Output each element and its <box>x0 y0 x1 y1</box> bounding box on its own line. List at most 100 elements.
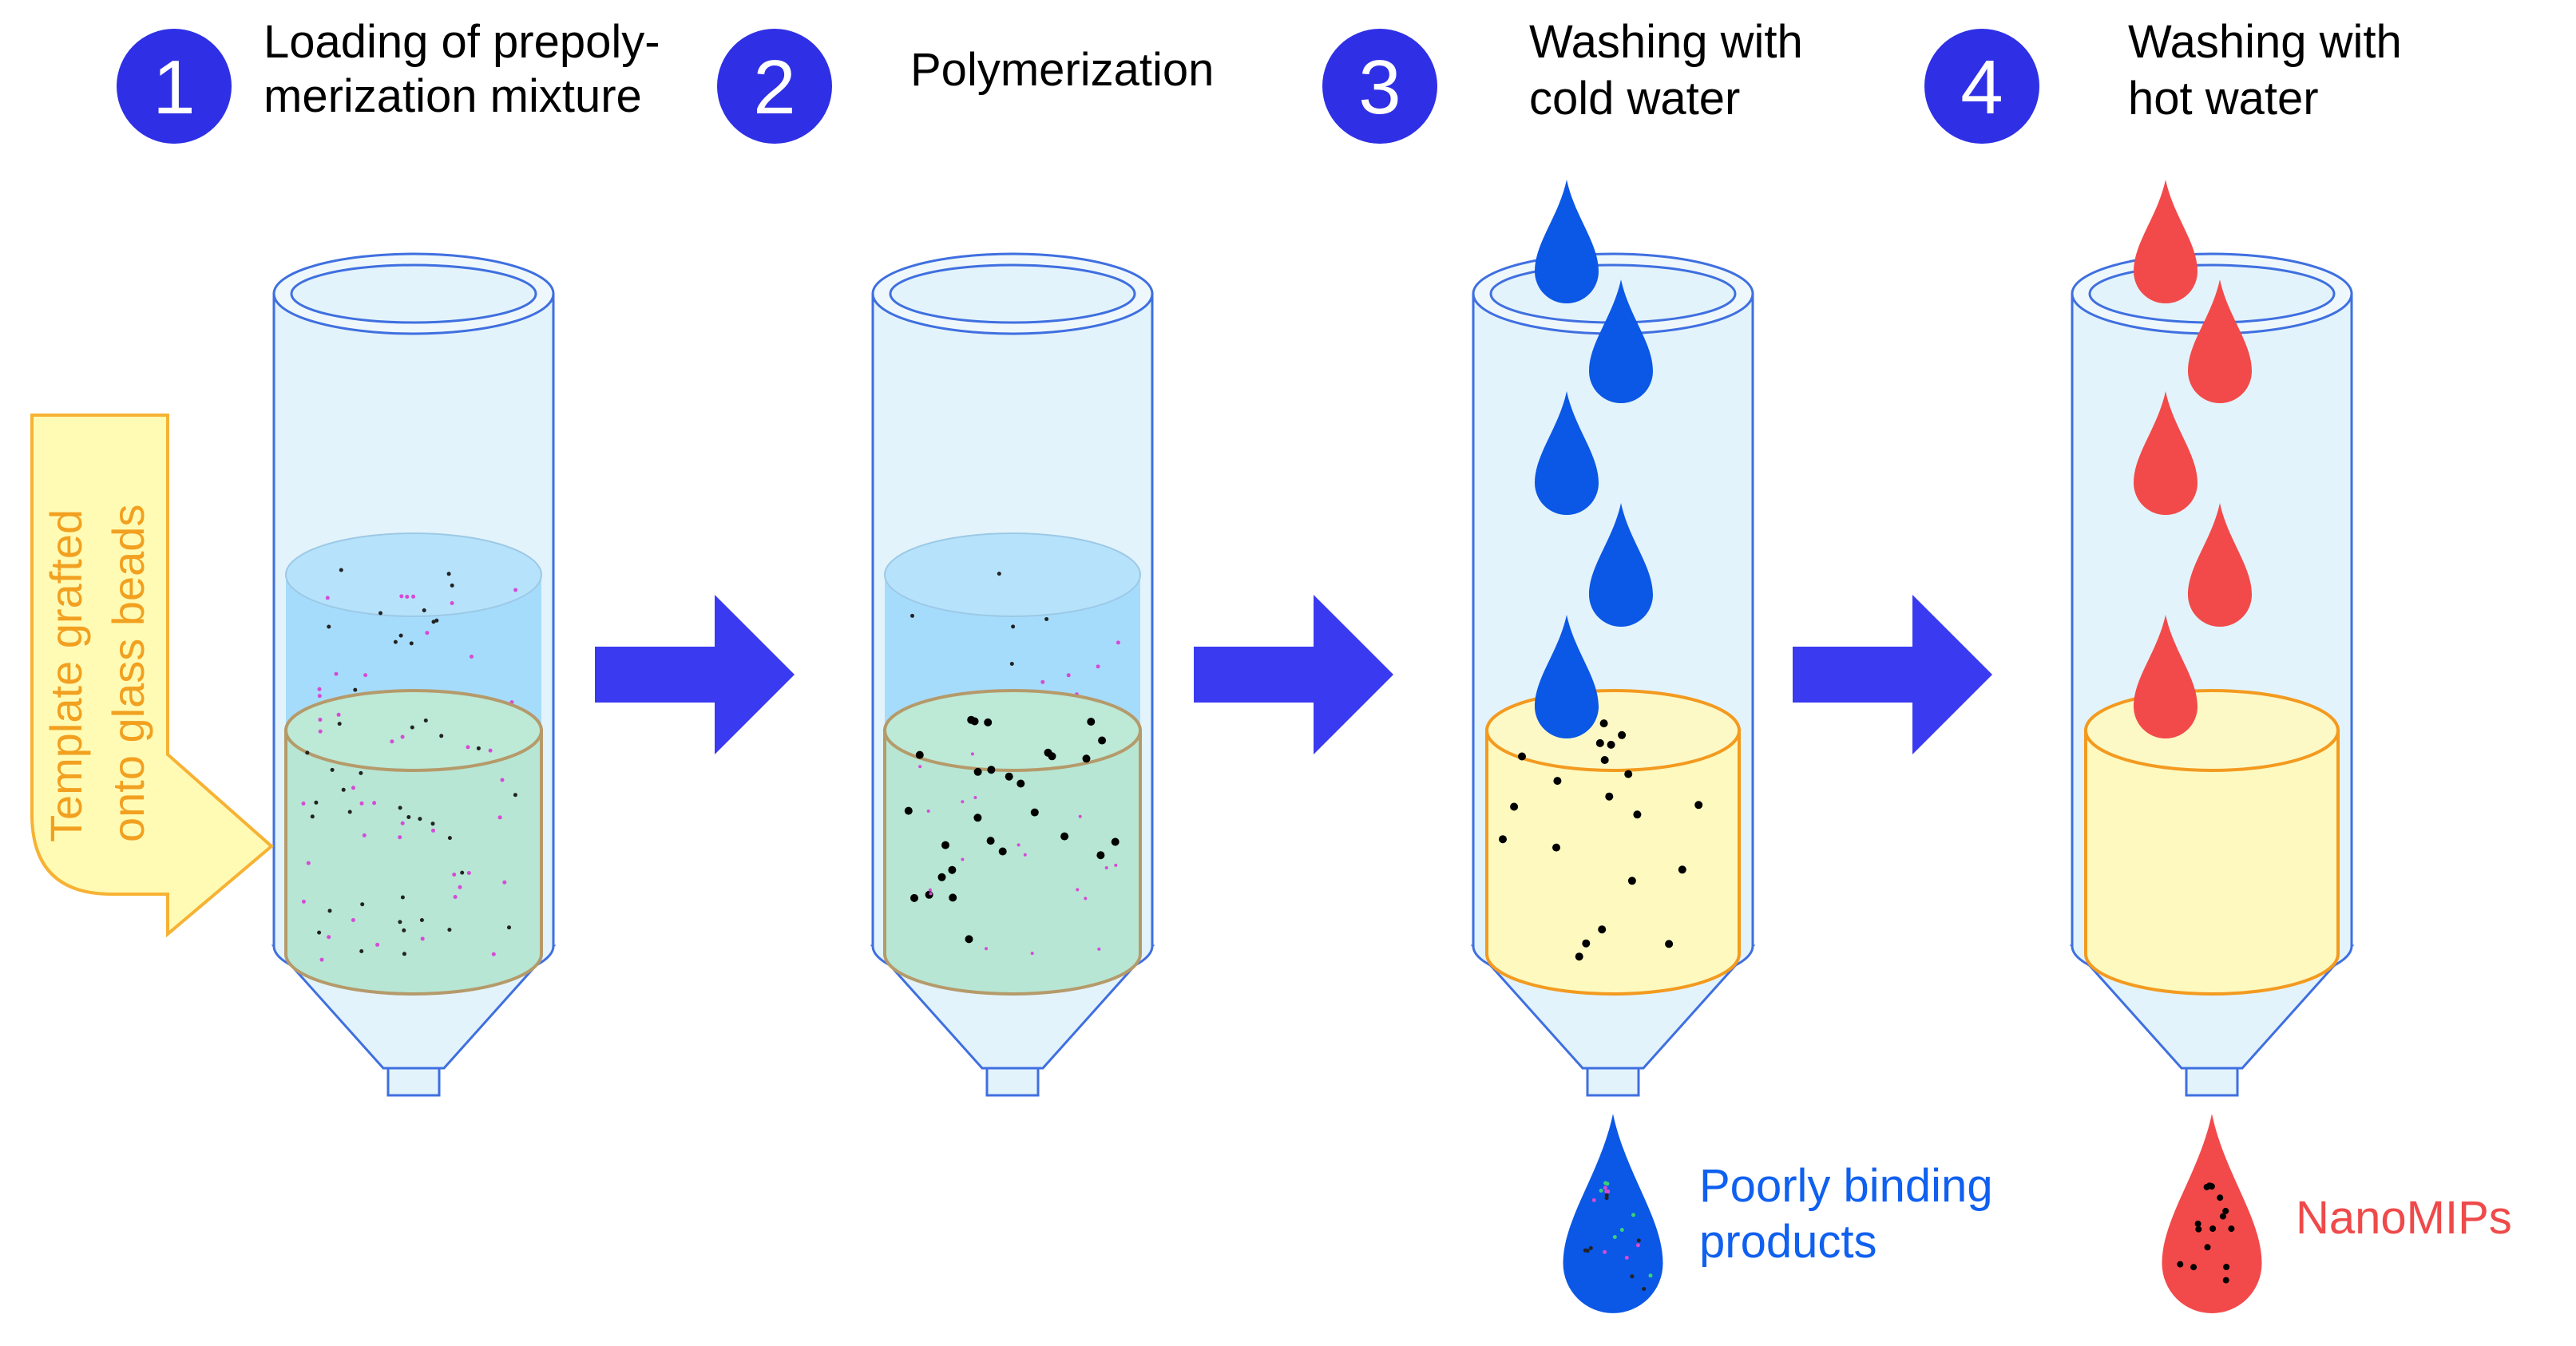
monomer-particle <box>1116 640 1120 645</box>
nanoparticle-dot <box>1627 877 1636 885</box>
monomer-particle <box>400 821 405 825</box>
nanoparticle-dot <box>1552 843 1560 852</box>
output-drop-icon <box>1563 1114 1663 1313</box>
water-drop-icon <box>2188 503 2252 627</box>
monomer-particle <box>336 712 341 717</box>
nanoparticle-dot <box>1510 802 1519 811</box>
nanomip-particle <box>2222 1207 2229 1214</box>
monomer-particle <box>347 810 352 814</box>
nanoparticle-dot <box>1518 752 1526 761</box>
monomer-particle <box>1104 866 1108 869</box>
nanoparticle-dot <box>970 717 979 726</box>
nanomip-particle <box>2204 1244 2211 1251</box>
monomer-particle <box>339 568 343 572</box>
outlet-nozzle <box>2185 1067 2239 1097</box>
nanoparticle-dot <box>948 865 957 874</box>
nanoparticle-dot <box>1499 835 1507 844</box>
monomer-particle <box>447 928 452 932</box>
monomer-particle <box>450 583 454 588</box>
nanoparticle-dot <box>987 766 996 774</box>
monomer-particle <box>502 880 507 885</box>
nanoparticle-dot <box>1598 925 1607 934</box>
product-particle <box>1604 1196 1609 1201</box>
product-particle <box>1630 1274 1635 1279</box>
nanoparticle-dot <box>1060 832 1069 841</box>
nanomip-particle <box>2177 1261 2184 1268</box>
monomer-particle <box>399 594 404 599</box>
product-particle <box>1648 1273 1653 1278</box>
product-particle <box>1636 1238 1641 1243</box>
monomer-particle <box>970 752 974 756</box>
monomer-particle <box>359 770 363 775</box>
nanomip-particle <box>2195 1225 2202 1233</box>
side-arrow-icon <box>30 414 275 938</box>
product-particle <box>1612 1235 1617 1239</box>
nanoparticle-dot <box>941 841 949 849</box>
monomer-particle <box>431 828 435 833</box>
monomer-particle <box>422 608 426 612</box>
monomer-particle <box>1044 617 1049 621</box>
nanoparticle-dot <box>1005 772 1013 781</box>
monomer-particle <box>470 655 474 659</box>
monomer-particle <box>1011 624 1016 629</box>
product-particle <box>1591 1198 1596 1202</box>
monomer-particle <box>488 748 493 753</box>
nanoparticle-dot <box>1618 730 1627 739</box>
monomer-particle <box>319 957 324 962</box>
water-drop-icon <box>1535 180 1599 303</box>
monomer-particle <box>351 786 355 790</box>
nanoparticle-dot <box>973 767 982 776</box>
monomer-particle <box>362 833 367 837</box>
step-number: 4 <box>1960 45 2003 130</box>
product-particle <box>1606 1190 1611 1194</box>
monomer-particle <box>372 801 377 806</box>
step-number-badge <box>1322 29 1437 144</box>
nanomips-label: NanoMIPs <box>2296 1192 2512 1244</box>
product-particle <box>1624 1255 1629 1260</box>
monomer-particle <box>378 611 382 616</box>
column-tube-1 <box>271 252 557 1097</box>
nanoparticle-dot <box>1017 779 1025 788</box>
nanoparticle-dot <box>1600 756 1609 764</box>
monomer-particle <box>306 861 311 865</box>
water-drop-icon <box>2134 180 2198 303</box>
product-particle <box>1603 1249 1607 1254</box>
poorly-binding-label: Poorly binding <box>1699 1160 1993 1212</box>
monomer-particle <box>419 918 424 922</box>
monomer-particle <box>400 734 405 739</box>
monomer-particle <box>1040 679 1045 684</box>
outlet-nozzle <box>1586 1067 1640 1097</box>
monomer-particle <box>411 594 416 599</box>
monomer-particle <box>430 821 435 826</box>
monomer-particle <box>460 870 465 875</box>
nanoparticle-dot <box>965 935 973 944</box>
product-particle <box>1635 1243 1640 1248</box>
nanoparticle-dot <box>973 814 982 822</box>
monomer-particle <box>446 572 451 576</box>
nanomip-particle <box>2222 1277 2229 1284</box>
step-number: 2 <box>753 45 795 130</box>
nanoparticle-dot <box>1575 952 1583 961</box>
monomer-particle <box>928 888 932 892</box>
nanomip-particle <box>2219 1213 2226 1220</box>
monomer-particle <box>1114 863 1118 867</box>
nanoparticle-dot <box>910 893 918 902</box>
water-drop-icon <box>1535 615 1599 738</box>
monomer-particle <box>402 952 406 956</box>
nanoparticle-dot <box>1098 736 1107 745</box>
nanoparticle-dot <box>1582 939 1591 948</box>
right-arrow-icon <box>1793 595 1992 754</box>
nanoparticle-dot <box>1048 752 1056 761</box>
column-tube-2 <box>870 252 1155 1097</box>
monomer-particle <box>359 949 364 953</box>
nanomip-particle <box>2223 1264 2230 1270</box>
nanoparticle-dot <box>1082 754 1091 763</box>
monomer-particle <box>418 817 422 821</box>
monomer-particle <box>910 613 914 618</box>
step-number: 1 <box>153 45 195 130</box>
nanoparticle-dot <box>984 718 993 726</box>
product-particle <box>1588 1245 1593 1250</box>
